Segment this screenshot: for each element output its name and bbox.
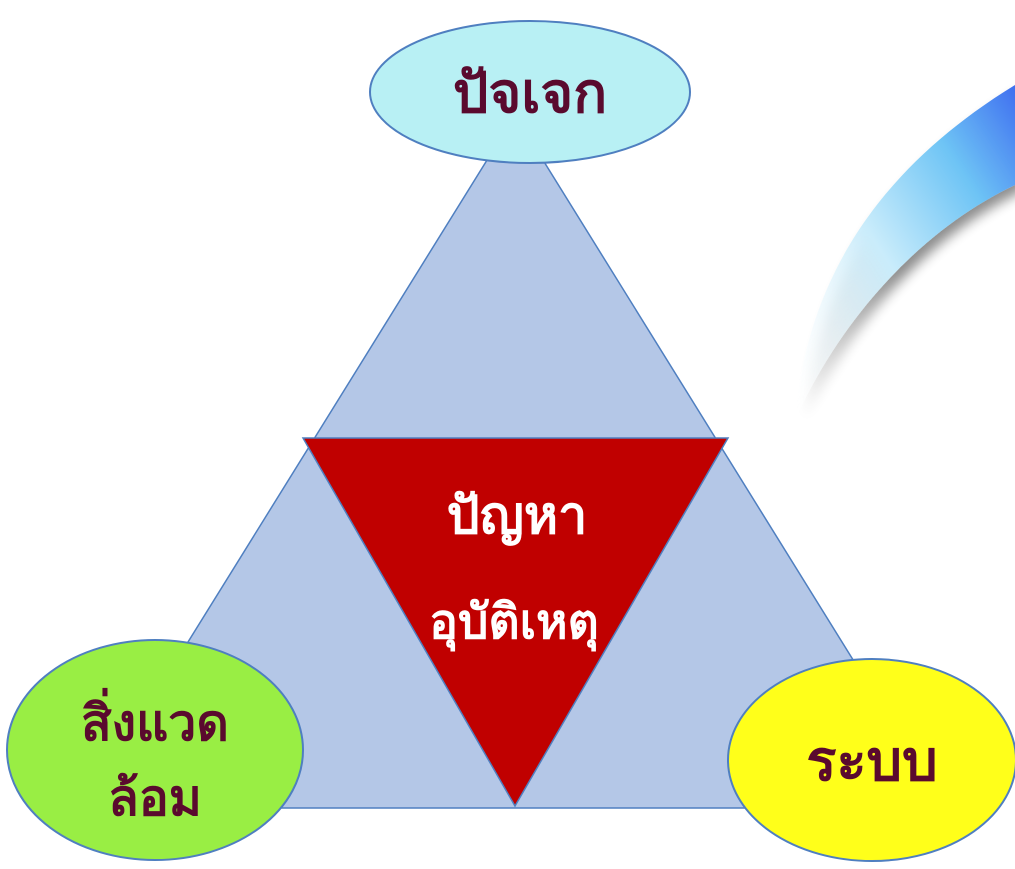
node-environment: สิ่งแวด ล้อม bbox=[6, 639, 304, 861]
node-individual-ellipse bbox=[369, 20, 691, 164]
center-label-line1: ปัญหา bbox=[447, 486, 588, 546]
node-system-label: ระบบ bbox=[806, 729, 937, 794]
node-system-ellipse bbox=[727, 658, 1015, 862]
node-system: ระบบ bbox=[727, 658, 1015, 862]
decorative-swoosh bbox=[795, 85, 1015, 420]
node-environment-label-line1: สิ่งแวด bbox=[81, 688, 229, 752]
node-environment-label-line2: ล้อม bbox=[108, 769, 202, 827]
center-inverted-triangle bbox=[301, 437, 730, 808]
node-individual-label: ปัจเจก bbox=[453, 61, 607, 126]
center-label-line2: อุบัติเหตุ bbox=[429, 594, 599, 652]
node-individual: ปัจเจก bbox=[369, 20, 691, 164]
node-environment-ellipse bbox=[6, 639, 304, 861]
